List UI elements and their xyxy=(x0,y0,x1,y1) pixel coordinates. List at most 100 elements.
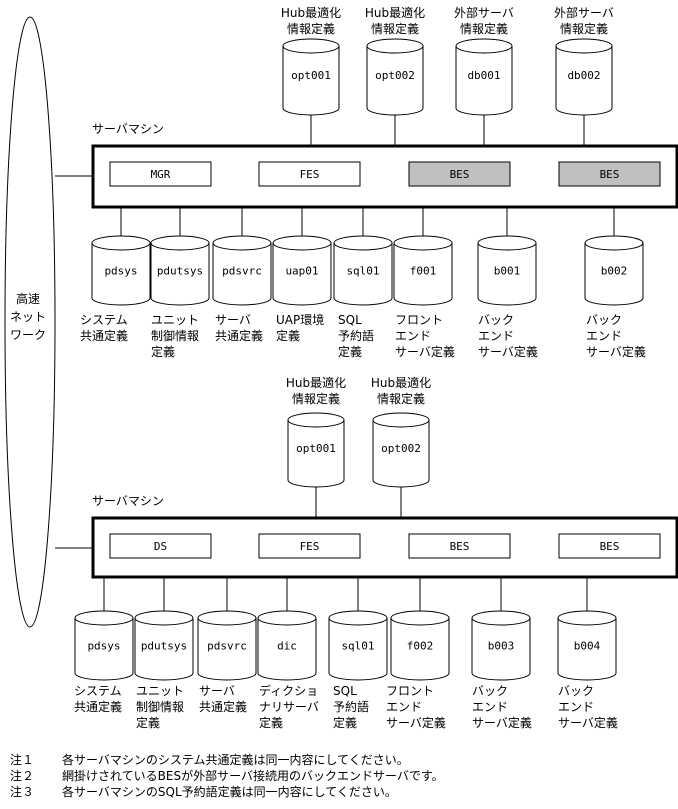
server-machine-label: サーバマシン xyxy=(92,122,164,136)
definition-file-label: SQL xyxy=(333,684,357,698)
definition-file-name: pdsvrc xyxy=(207,640,247,653)
definition-file-label: 定義 xyxy=(276,328,300,343)
server-process-name: FES xyxy=(300,168,320,181)
definition-file-cylinder xyxy=(393,235,453,306)
definition-file-label: バック xyxy=(472,684,508,698)
note-text: 網掛けされているBESが外部サーバ接続用のバックエンドサーバです。 xyxy=(62,768,444,783)
definition-file-label: 定義 xyxy=(338,344,362,359)
definition-file-name: f001 xyxy=(410,265,437,278)
cylinder-body xyxy=(455,45,513,116)
hub-db-label: Hub最適化 xyxy=(286,375,346,390)
cylinder-body xyxy=(584,242,644,306)
definition-file-cylinder xyxy=(328,610,388,681)
server-process-box xyxy=(258,161,361,187)
definition-file-label: 予約語 xyxy=(338,328,374,343)
cylinder-body xyxy=(390,617,450,681)
definition-file-name: sql01 xyxy=(346,265,379,278)
cylinder-body xyxy=(471,617,531,681)
definition-file-label: エンド xyxy=(478,329,514,343)
definition-file-label: サーバ定義 xyxy=(395,344,455,359)
definition-file-label: バック xyxy=(478,313,514,327)
definition-file-label: エンド xyxy=(586,329,622,343)
definition-file-label: ユニット xyxy=(151,313,199,327)
server-process-box xyxy=(258,533,361,559)
cylinder-top xyxy=(282,38,340,54)
definition-file-label: 制御情報 xyxy=(151,328,199,343)
definition-file-label: サーバ xyxy=(215,313,251,327)
definition-file-name: b004 xyxy=(574,640,601,653)
cylinder-top xyxy=(197,610,257,626)
hub-db-label: 情報定義 xyxy=(377,391,425,406)
note-text: 各サーバマシンのシステム共通定義は同一内容にしてください。 xyxy=(62,752,409,767)
server-process-name: BES xyxy=(450,168,470,181)
definition-file-label: 共通定義 xyxy=(80,328,128,343)
definition-file-label: UAP環境 xyxy=(276,312,324,327)
server-process-box xyxy=(558,161,661,187)
definition-file-label: バック xyxy=(558,684,594,698)
definition-file-label: 定義 xyxy=(136,715,160,730)
hub-db-cylinder xyxy=(287,412,345,488)
cylinder-top xyxy=(91,235,151,251)
cylinder-top xyxy=(333,235,393,251)
hub-db-name: opt001 xyxy=(291,69,331,82)
server-process-name: BES xyxy=(600,540,620,553)
definition-file-label: SQL xyxy=(338,313,362,327)
note-mark: 注１ xyxy=(10,752,34,767)
definition-file-label: 予約語 xyxy=(333,699,369,714)
cylinder-top xyxy=(257,610,317,626)
definition-file-label: ナリサーバ xyxy=(259,700,319,714)
hub-db-label: 外部サーバ xyxy=(454,5,514,20)
cylinder-body xyxy=(257,617,317,681)
definition-file-name: sql01 xyxy=(341,640,374,653)
hub-db-name: opt002 xyxy=(381,442,421,455)
cylinder-top xyxy=(471,610,531,626)
definition-file-cylinder xyxy=(257,610,317,681)
hub-db-label: 情報定義 xyxy=(560,21,608,36)
hub-db-label: 情報定義 xyxy=(460,21,508,36)
cylinder-top xyxy=(393,235,453,251)
hub-db-name: db001 xyxy=(467,69,500,82)
cylinder-body xyxy=(557,617,617,681)
definition-file-cylinder xyxy=(150,235,210,306)
definition-file-label: 定義 xyxy=(151,344,175,359)
network-label: ネット xyxy=(10,310,46,324)
definition-file-label: 共通定義 xyxy=(215,328,263,343)
cylinder-body xyxy=(91,242,151,306)
definition-file-cylinder xyxy=(212,235,272,306)
server-process-box xyxy=(109,161,212,187)
note-mark: 注２ xyxy=(10,768,34,783)
cylinder-body xyxy=(282,45,340,116)
cylinder-top xyxy=(272,235,332,251)
cylinder-top xyxy=(134,610,194,626)
hub-db-label: 情報定義 xyxy=(292,391,340,406)
definition-file-label: システム xyxy=(80,313,128,327)
definition-file-label: エンド xyxy=(558,700,594,714)
hub-db-label: 外部サーバ xyxy=(554,5,614,20)
definition-file-label: サーバ定義 xyxy=(472,715,532,730)
hub-db-name: db002 xyxy=(567,69,600,82)
definition-file-label: サーバ定義 xyxy=(586,344,646,359)
definition-file-label: サーバ定義 xyxy=(478,344,538,359)
hub-db-label: 情報定義 xyxy=(371,21,419,36)
definition-file-label: サーバ xyxy=(199,684,235,698)
definition-file-cylinder xyxy=(477,235,537,306)
cylinder-body xyxy=(272,242,332,306)
definition-file-label: フロント xyxy=(386,684,434,698)
cylinder-top xyxy=(74,610,134,626)
hub-db-name: opt002 xyxy=(375,69,415,82)
cylinder-body xyxy=(74,617,134,681)
definition-file-name: uap01 xyxy=(285,265,318,278)
cylinder-body xyxy=(333,242,393,306)
server-process-box xyxy=(558,533,661,559)
definition-file-name: b003 xyxy=(488,640,515,653)
server-process-name: DS xyxy=(154,540,167,553)
cylinder-body xyxy=(393,242,453,306)
hub-db-cylinder xyxy=(455,38,513,116)
definition-file-name: pdsys xyxy=(104,265,137,278)
cylinder-top xyxy=(212,235,272,251)
cylinder-body xyxy=(134,617,194,681)
cylinder-body xyxy=(477,242,537,306)
definition-file-label: エンド xyxy=(395,329,431,343)
note-mark: 注３ xyxy=(10,784,34,799)
